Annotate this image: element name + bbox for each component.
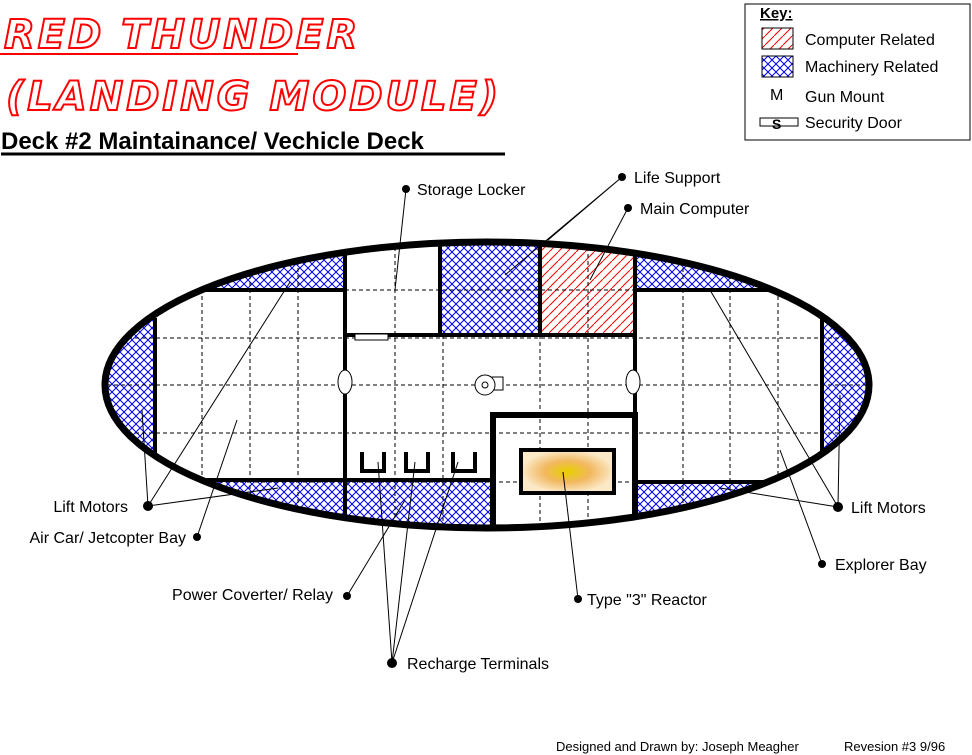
title-line2: (LANDING MODULE) [6, 74, 501, 120]
deck-walls [153, 240, 824, 525]
label-lift-motors-left: Lift Motors [53, 499, 128, 516]
label-explorer-bay: Explorer Bay [835, 557, 927, 574]
label-reactor: Type "3" Reactor [587, 592, 708, 609]
key-machinery-label: Machinery Related [805, 59, 938, 76]
reactor-core [519, 448, 616, 495]
explorer-bay [635, 290, 822, 482]
reactor-room-walls [490, 412, 638, 530]
storage-locker-room [345, 240, 440, 335]
security-door [354, 333, 389, 341]
key-heading: Key: [760, 5, 793, 22]
airlock-left [337, 369, 353, 395]
gun-mount-icon [474, 374, 504, 396]
title-line1: RED THUNDER [4, 12, 360, 58]
label-storage-locker: Storage Locker [417, 182, 526, 199]
leader-dots [143, 173, 843, 668]
airlock-right [625, 369, 641, 395]
hull-outline [101, 238, 873, 532]
security-door-s: S [772, 116, 781, 132]
security-door-symbol [759, 117, 799, 127]
label-power-converter: Power Coverter/ Relay [172, 587, 333, 604]
label-life-support: Life Support [634, 170, 721, 187]
label-lift-motors-right: Lift Motors [851, 500, 926, 517]
machinery-swatch [761, 55, 794, 78]
label-air-car-bay: Air Car/ Jetcopter Bay [30, 530, 187, 547]
key-gun-label: Gun Mount [805, 89, 885, 106]
footer-revision: Revesion #3 9/96 [844, 739, 945, 754]
recharge-terminals [360, 452, 477, 473]
label-recharge-terminals: Recharge Terminals [407, 656, 549, 673]
computer-swatch [761, 27, 794, 50]
key-computer-label: Computer Related [805, 32, 935, 49]
footer-credit: Designed and Drawn by: Joseph Meagher [556, 739, 799, 754]
key-door-label: Security Door [805, 115, 903, 132]
leader-lines [141, 176, 841, 664]
page-subtitle: Deck #2 Maintainance/ Vechicle Deck [1, 128, 425, 155]
label-main-computer: Main Computer [640, 201, 750, 218]
gun-mount-symbol: M [770, 87, 783, 104]
legend-key: Key: Computer Related Machinery Related … [744, 3, 971, 141]
